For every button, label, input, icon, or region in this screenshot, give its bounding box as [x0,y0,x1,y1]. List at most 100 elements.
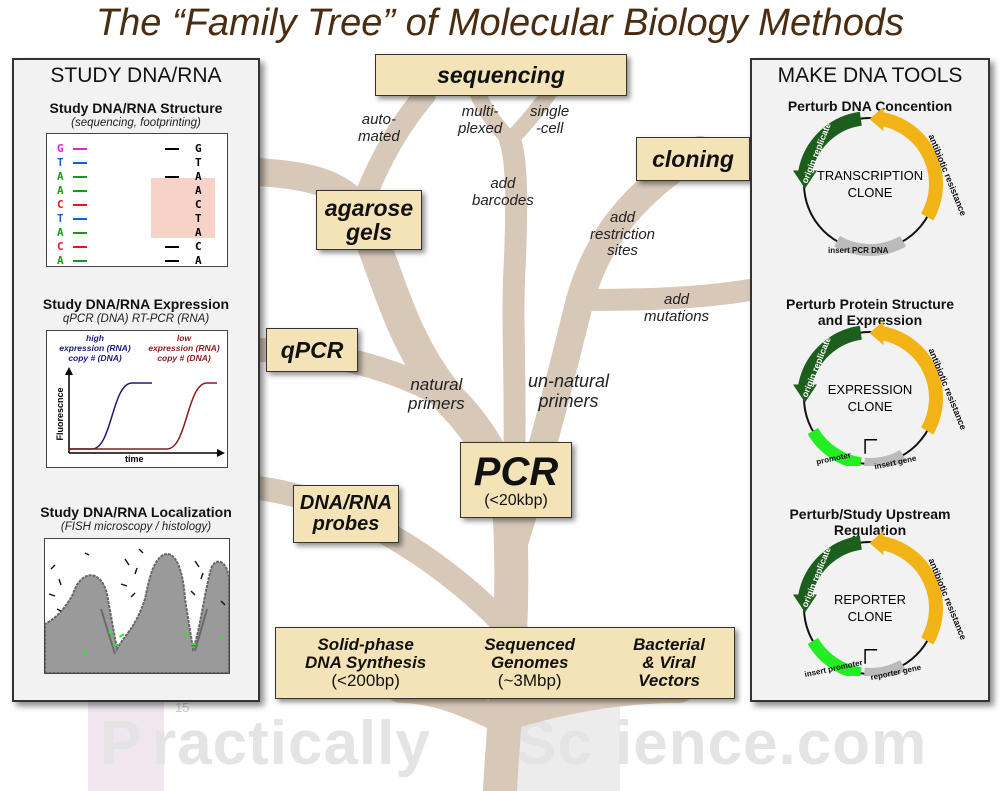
fish-microscopy-card [44,538,230,674]
base-left: C [57,198,64,211]
root-synthesis-line-1: Solid-phase [317,635,414,655]
label-unnatural-line-1: un-natural [528,371,610,391]
root-synthesis: Solid-phase DNA Synthesis (<200bp) [305,636,426,690]
sequencing-band [73,232,87,234]
base-right: T [195,156,202,169]
ori-arrow-head [793,594,818,613]
label-add-barcodes-line-2: barcodes [472,191,534,209]
root-genomes-line-1: Sequenced [484,635,576,655]
base-right: A [195,226,202,239]
label-automated-line-1: auto- [361,111,396,128]
label-mutations-line-2: mutations [644,307,710,325]
sequencing-band [73,176,87,178]
label-single-cell-line-1: single [530,103,570,120]
qpcr-curves [65,367,225,457]
root-synthesis-line-3: (<200bp) [331,670,400,690]
base-left: A [57,170,64,183]
plasmid-heading-line: and Expression [817,312,923,328]
plasmid-heading-line: Perturb DNA Concention [787,98,953,114]
footprint-band [165,176,179,178]
label-natural-line-1: natural [410,375,463,394]
base-right: C [195,198,202,211]
watermark-tile-p [88,700,164,791]
qpcr-y-axis-label: Fluorescnce [55,387,65,441]
label-single-cell: single -cell [530,103,570,137]
base-left: C [57,240,64,253]
localization-heading: Study DNA/RNA Localization [40,504,232,520]
root-genomes: Sequenced Genomes (~3Mbp) [484,636,575,690]
plasmid-arc [880,536,943,645]
sequencing-band [73,246,87,248]
left-panel-title: STUDY DNA/RNA [50,64,222,87]
page-title: The “Family Tree” of Molecular Biology M… [95,2,905,44]
label-restriction-line-1: add [610,209,636,226]
base-right: A [195,254,202,267]
high-legend-line-3: copy # (DNA) [68,353,122,363]
qpcr-chart-card: high expression (RNA) copy # (DNA) low e… [46,330,228,468]
plasmid-center-label: CLONE [847,399,893,414]
roots-box: Solid-phase DNA Synthesis (<200bp) Seque… [275,627,735,699]
footprint-band [165,260,179,262]
footprint-band [165,148,179,150]
label-multiplexed: multi- plexed [458,103,502,137]
low-legend-line-1: low [176,333,192,343]
label-automated-line-2: mated [358,127,400,145]
sequencing-band [73,190,87,192]
high-legend-line-1: high [86,333,104,343]
plasmid-heading-line: Regulation [833,522,907,538]
sequencing-box: sequencing [375,54,627,96]
agarose-line-1: agarose [324,194,414,221]
watermark-number-1: 15 [175,700,190,715]
low-expression-legend: low expression (RNA) copy # (DNA) [143,333,225,363]
base-right: A [195,184,202,197]
footprint-band [165,246,179,248]
plasmid-feature-label: insert PCR DNA [828,246,889,255]
sequencing-band [73,218,87,220]
label-add-restriction: add restriction sites [590,209,656,260]
label-unnatural-primers: un-natural primers [528,371,610,412]
plasmid-heading-line: Perturb Protein Structure [785,296,955,312]
agarose-gels-box: agarose gels [316,190,422,250]
abr-arrow-head [869,321,884,346]
cloning-box: cloning [636,137,750,181]
pcr-main-label: PCR [473,449,559,494]
agarose-line-2: gels [345,219,393,245]
plasmid-center-label: CLONE [847,185,893,200]
sequencing-band [73,148,87,150]
plasmid-arc [798,535,863,599]
structure-heading: Study DNA/RNA Structure [49,100,223,116]
sequencing-band [73,204,87,206]
localization-subheading: (FISH microscopy / histology) [60,521,212,533]
ori-arrow-head [793,384,818,403]
expression-heading: Study DNA/RNA Expression [42,296,230,312]
plasmid-arc [864,659,906,676]
promoter-arrow [864,649,878,664]
expression-subheading: qPCR (DNA) RT-PCR (RNA) [62,313,210,325]
root-genomes-line-3: (~3Mbp) [497,670,562,690]
footprint-highlight [151,178,215,238]
label-restriction-line-2: restriction [590,225,656,243]
plasmid-arc [880,112,943,221]
root-genomes-line-2: Genomes [490,653,569,673]
label-natural-line-2: primers [408,393,465,413]
qpcr-box: qPCR [266,328,358,372]
label-natural-primers: natural primers [408,375,465,413]
dna-rna-probes-box: DNA/RNA probes [293,485,399,543]
base-right: A [195,170,202,183]
probes-line-1: DNA/RNA [299,492,393,514]
qpcr-x-axis-label: time [125,454,144,464]
plasmid-arc [880,326,943,435]
root-vectors-line-1: Bacterial [633,635,705,655]
label-unnatural-line-2: primers [538,390,599,411]
low-legend-line-2: expression (RNA) [148,343,220,353]
sequencing-band [73,162,87,164]
promoter-arrow [864,439,878,454]
plasmid-arc [864,449,906,466]
watermark-text-2: ractically [152,709,431,778]
pcr-size-label: (<20kbp) [484,491,548,509]
